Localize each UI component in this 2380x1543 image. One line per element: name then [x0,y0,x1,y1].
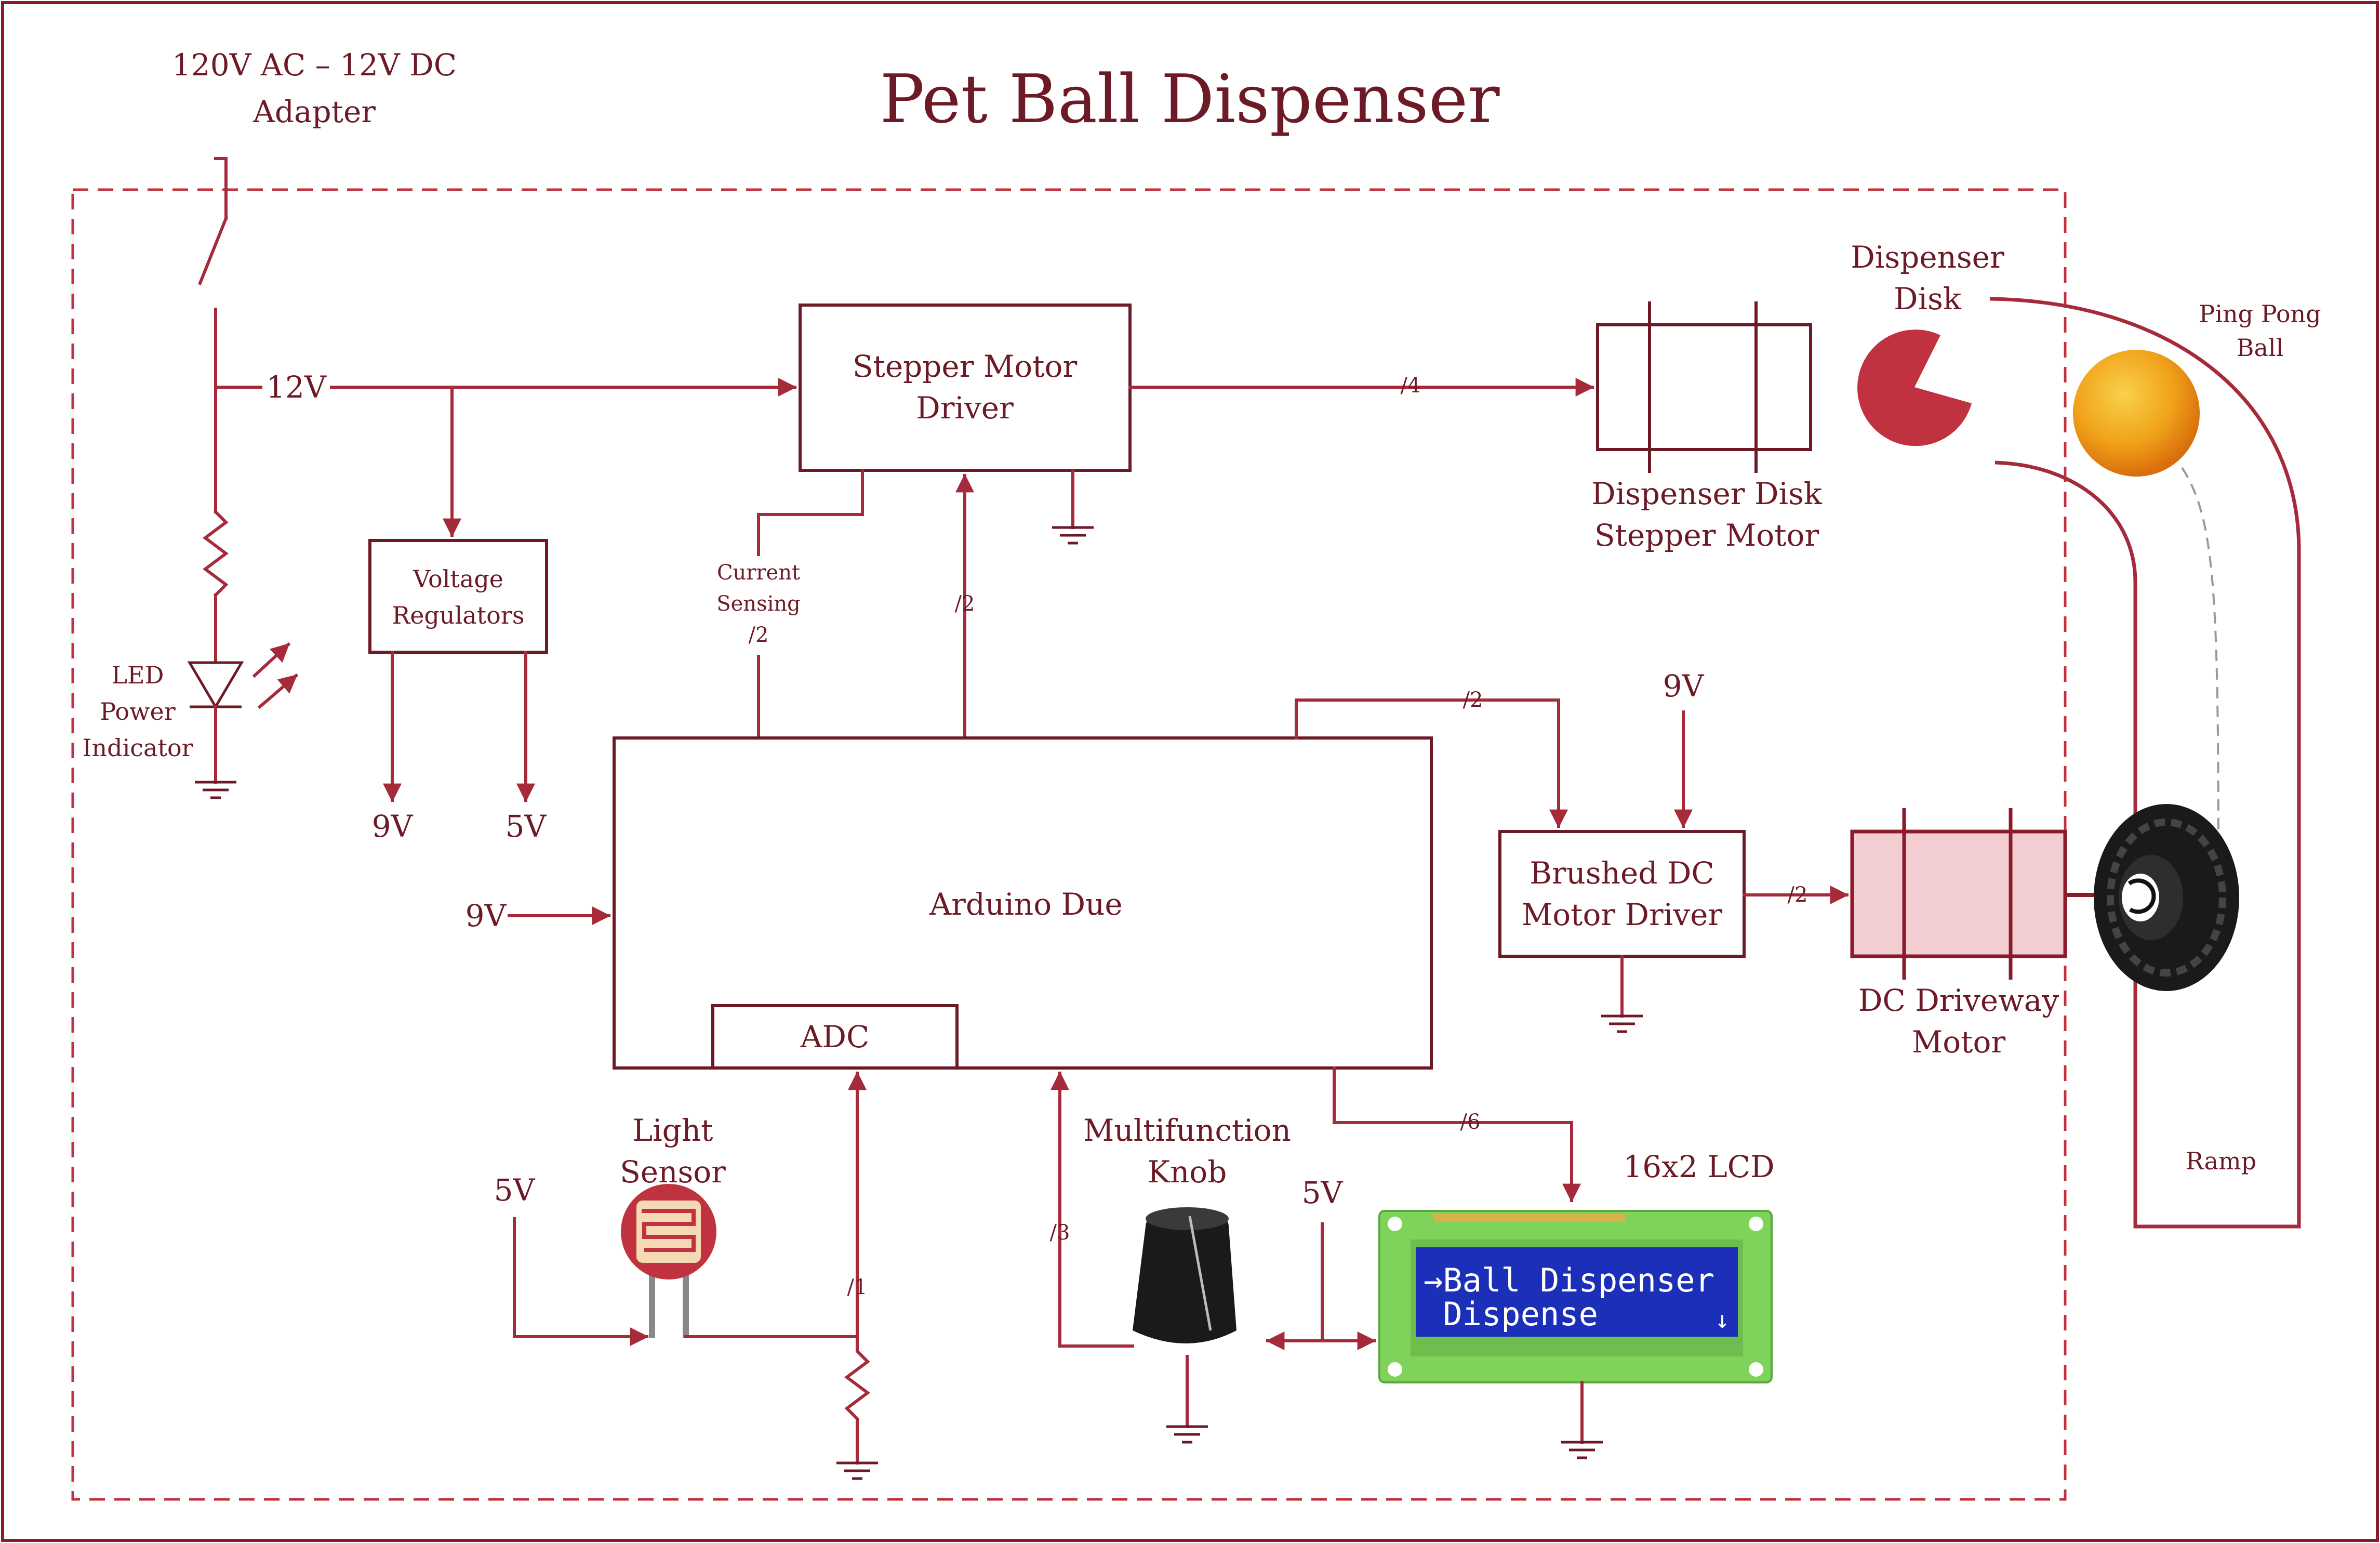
power-switch [200,159,226,317]
ground-icon [836,1463,878,1479]
dc-driver-bus-label: /2 [1463,688,1483,712]
adapter-label-2: Adapter [252,94,376,129]
ping-pong-label: Ping Pong [2199,300,2321,328]
regulator-5v-label: 5V [506,809,547,844]
lcd-row-1: →Ball Dispenser [1424,1261,1714,1299]
light-sensor-icon [621,1184,716,1338]
arduino-due-label: Arduino Due [929,887,1123,922]
disk-motor-label-2: Stepper Motor [1594,518,1819,553]
light-bus-label: /1 [847,1275,868,1299]
adc-label: ADC [800,1019,870,1054]
stepper-driver-box [800,305,1130,470]
dispenser-disk-label: Dispenser [1851,240,2004,275]
lcd-scroll-icon: ↓ [1715,1305,1730,1334]
dc-driveway-motor [1852,808,2109,980]
led-label-3: Indicator [82,734,193,762]
voltage-regulators-box [370,540,547,652]
ground-icon [195,782,236,798]
voltage-regulators-label: Voltage [413,565,503,593]
light-sensor-label: Light [633,1113,713,1148]
knob-5v-label: 5V [1302,1175,1344,1210]
adapter-label: 120V AC – 12V DC [172,47,457,83]
voltage-regulators-label-2: Regulators [392,601,525,629]
resistor-led [205,512,226,595]
dc-motor-bus-label: /2 [1788,883,1808,907]
dispenser-disk-label-2: Disk [1894,281,1962,316]
diagram-title: Pet Ball Dispenser [880,61,1500,138]
stepper-driver-label: Stepper Motor [853,349,1078,384]
dc-motor-label: DC Driveway [1858,983,2059,1018]
arduino-driver-bus-label: /2 [955,592,975,616]
dc-driver-box [1500,832,1744,956]
knob-bus-label: /3 [1050,1221,1070,1245]
wheel-icon [2094,804,2239,991]
label-12v: 12V [266,370,327,405]
stepper-bus-label: /4 [1401,374,1421,398]
ramp-label: Ramp [2186,1147,2256,1175]
ground-icon [1166,1427,1208,1442]
knob-label: Multifunction [1083,1113,1291,1148]
lcd-bus-label: /6 [1460,1110,1481,1134]
arduino-9v-label: 9V [466,898,507,933]
led-label: LED [111,661,164,689]
disk-motor-label: Dispenser Disk [1591,476,1823,511]
current-sensing-bus-label: /2 [749,623,769,647]
ping-pong-label-2: Ball [2237,334,2284,362]
dc-motor-label-2: Motor [1912,1024,2006,1060]
ground-icon [1601,1016,1643,1032]
lcd-title: 16x2 LCD [1623,1149,1774,1184]
knob-icon [1133,1207,1236,1343]
regulator-9v-label: 9V [372,809,414,844]
light-5v-label: 5V [494,1172,536,1208]
led-label-2: Power [100,697,175,726]
lcd-row-2: Dispense [1424,1295,1598,1333]
ping-pong-ball-icon [2073,350,2200,477]
current-sensing-label-2: Sensing [716,592,801,616]
current-sensing-label: Current [717,561,800,585]
dc-driver-9v-label: 9V [1663,668,1705,704]
resistor-pulldown [847,1337,868,1463]
dc-driver-label: Brushed DC [1530,855,1714,891]
knob-label-2: Knob [1148,1154,1227,1190]
led-icon [190,644,296,707]
stepper-driver-label-2: Driver [916,390,1014,426]
ground-icon [1052,527,1094,543]
wire-arduino-to-lcd [1334,1068,1572,1201]
ground-icon [1561,1442,1603,1458]
dispenser-disk-icon [1857,329,1972,446]
dc-driver-label-2: Motor Driver [1522,897,1723,932]
dispenser-disk-stepper-motor [1598,301,1811,473]
